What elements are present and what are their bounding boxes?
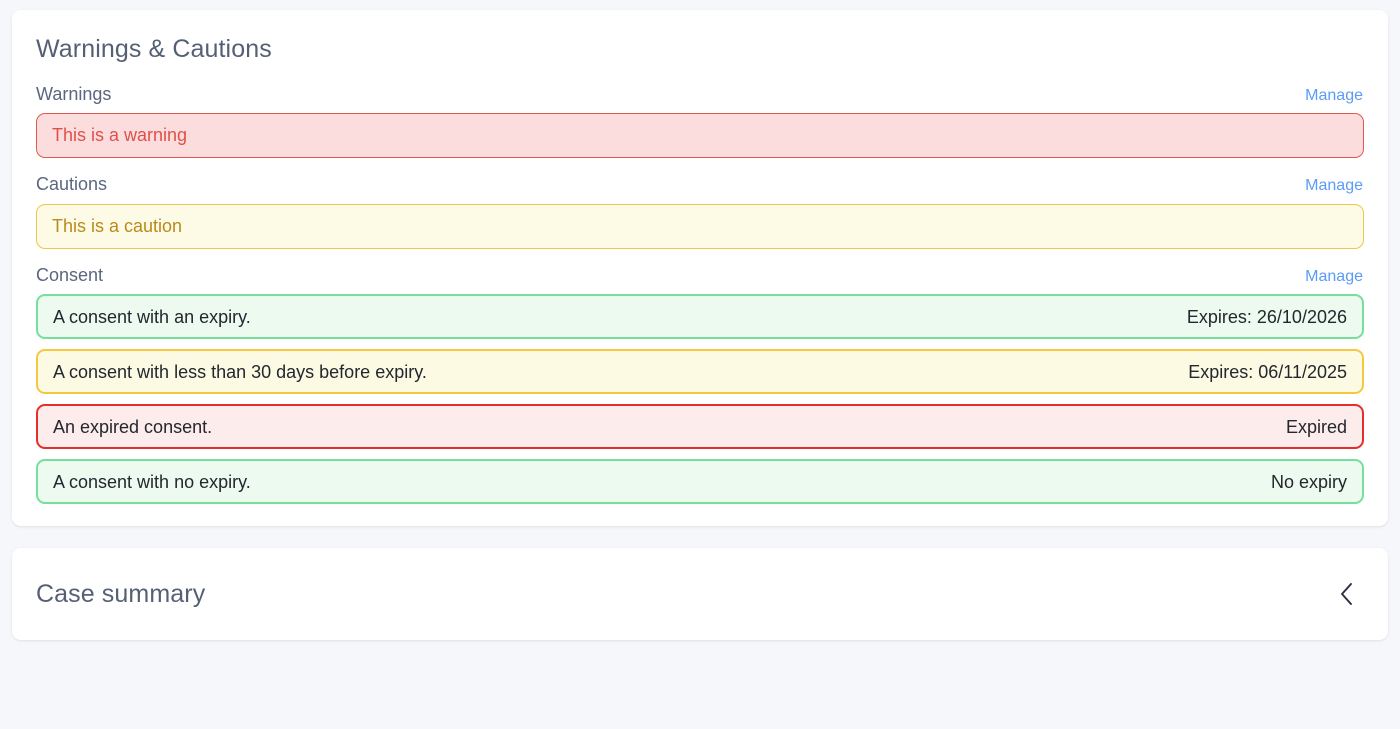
cautions-label: Cautions — [36, 174, 108, 195]
consent-item-text: A consent with less than 30 days before … — [53, 361, 427, 382]
consent-label: Consent — [36, 264, 104, 285]
consent-item-text: A consent with an expiry. — [53, 306, 251, 327]
case-summary-collapse-button[interactable] — [1330, 574, 1364, 614]
manage-consent-link[interactable]: Manage — [1305, 267, 1363, 285]
warnings-cautions-card: Warnings & Cautions Warnings Manage This… — [12, 10, 1388, 527]
manage-cautions-link[interactable]: Manage — [1305, 177, 1363, 195]
consent-item[interactable]: A consent with an expiry. Expires: 26/10… — [36, 294, 1364, 340]
case-summary-card: Case summary — [12, 548, 1388, 641]
consent-item-expiry: No expiry — [1270, 471, 1347, 492]
consent-item-expiry: Expires: 06/11/2025 — [1188, 361, 1347, 382]
manage-warnings-link[interactable]: Manage — [1305, 86, 1363, 104]
case-summary-title: Case summary — [36, 579, 206, 608]
consent-item[interactable]: A consent with less than 30 days before … — [36, 349, 1364, 395]
warning-item[interactable]: This is a warning — [36, 113, 1364, 159]
consent-item-expiry: Expired — [1285, 416, 1347, 437]
chevron-left-icon — [1336, 578, 1358, 610]
cautions-section-head: Cautions Manage — [36, 174, 1364, 196]
consent-item[interactable]: An expired consent. Expired — [36, 404, 1364, 450]
warnings-section-head: Warnings Manage — [36, 84, 1364, 106]
consent-item-text: An expired consent. — [53, 416, 213, 437]
page-title: Warnings & Cautions — [36, 35, 272, 63]
case-summary-header: Case summary — [36, 574, 1364, 614]
caution-item-text: This is a caution — [52, 215, 183, 236]
consent-item-expiry: Expires: 26/10/2026 — [1186, 306, 1347, 327]
warnings-group: Warnings Manage This is a warning — [36, 84, 1364, 159]
consent-item-text: A consent with no expiry. — [53, 471, 251, 492]
consent-group: Consent Manage A consent with an expiry.… — [36, 265, 1364, 505]
warnings-label: Warnings — [36, 83, 112, 104]
warning-item-text: This is a warning — [52, 125, 188, 146]
consent-section-head: Consent Manage — [36, 265, 1364, 287]
caution-item[interactable]: This is a caution — [36, 203, 1364, 249]
cautions-group: Cautions Manage This is a caution — [36, 174, 1364, 249]
consent-item[interactable]: A consent with no expiry. No expiry — [36, 459, 1364, 505]
